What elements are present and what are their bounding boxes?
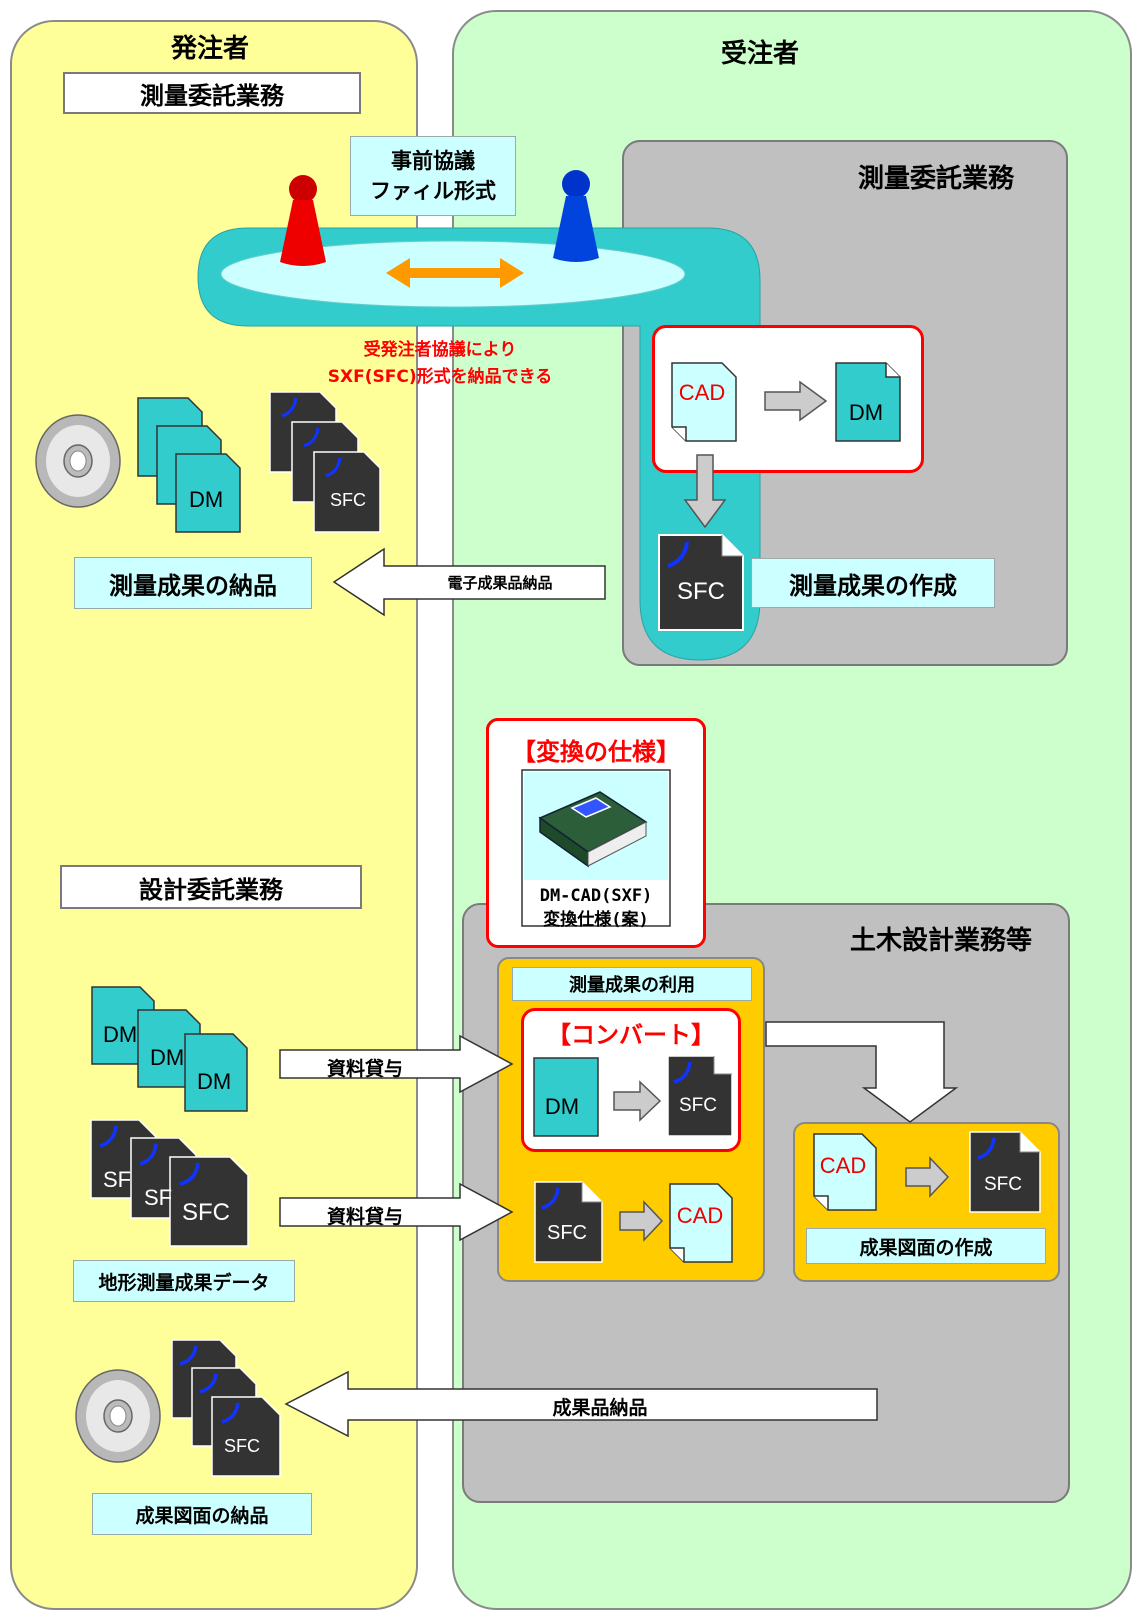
sfc-stack-icon [269,391,381,533]
drawing-cad-label: CAD [819,1153,867,1178]
survey-task-client-label: 測量委託業務 [63,72,361,114]
dm-stack-icon [137,397,241,533]
use-sfc-file-icon [534,1181,603,1263]
consultation-line1: 事前協議 [391,149,475,173]
cad-to-dm-arrow [764,380,828,422]
consultation-line2: ファィル形式 [370,179,496,203]
dm-file-label: DM [848,400,884,425]
down-arrow [683,454,727,529]
sfc-file-label: SFC [677,578,725,605]
spec-doc-line2: 変換仕様(案) [543,910,649,930]
drawing-sfc-file-icon [969,1131,1041,1213]
terrain-dm-label-1: DM [103,1022,138,1047]
cd-icon [35,414,121,508]
cad-file-icon [671,362,737,442]
cad-to-sfc-arrow [905,1156,950,1198]
convert-dm-file-icon [533,1057,599,1137]
terrain-sfc-label-2: SF [144,1185,173,1210]
client-person-icon [280,175,326,266]
deliverable-label: 成果品納品 [552,1397,648,1419]
drawing-cad-file-icon [813,1133,877,1211]
bottom-sfc-stack-icon [171,1339,281,1477]
terrain-dm-label-2: DM [150,1045,185,1070]
spec-doc-line1: DM-CAD(SXF) [539,886,653,906]
electronic-delivery-label: 電子成果品納品 [447,574,553,592]
convert-sfc-label: SFC [679,1095,717,1116]
dm-file-icon [835,362,901,442]
terrain-sfc-stack-icon [90,1119,249,1247]
book-icon [538,791,648,868]
two-way-arrow-icon [386,258,524,288]
client-lane-title: 発注者 [170,34,249,64]
contractor-person-icon [553,170,599,262]
sfc-file-icon [658,534,744,631]
loan-arrow-2 [279,1182,514,1242]
convert-dm-label: DM [544,1094,580,1119]
bottom-sfc-label: SFC [224,1436,260,1456]
terrain-dm-label-3: DM [197,1069,232,1094]
survey-delivery-label: 測量成果の納品 [74,557,312,609]
design-task-label: 設計委託業務 [60,865,362,909]
drawing-delivery-label: 成果図面の納品 [92,1493,312,1535]
sfc-to-cad-arrow [619,1200,664,1242]
drawing-creation-label: 成果図面の作成 [806,1228,1046,1264]
terrain-sfc-label-3: SFC [182,1199,230,1226]
contractor-lane-title: 受注者 [720,39,799,69]
use-cad-file-icon [669,1183,733,1263]
consultation-label: 事前協議 ファィル形式 [350,136,516,216]
loan-label-2: 資料貸与 [326,1206,403,1228]
to-drawing-creation-arrow [765,1021,959,1123]
convert-sfc-file-icon [667,1055,733,1137]
spec-document-label: DM-CAD(SXF) 変換仕様(案) [510,884,682,932]
survey-creation-label: 測量成果の作成 [751,558,995,608]
agreement-note: 受発注者協議により SXF(SFC)形式を納品できる [290,337,590,391]
bottom-cd-icon [75,1369,161,1463]
survey-use-label: 測量成果の利用 [512,967,752,1001]
survey-task-contractor-title: 測量委託業務 [858,164,1015,194]
dm-stack-label: DM [189,487,224,512]
use-sfc-label: SFC [547,1222,587,1244]
deliverable-arrow [284,1370,878,1438]
agreement-note-line2: SXF(SFC)形式を納品できる [327,367,553,387]
convert-title: 【コンバート】 [547,1021,715,1049]
terrain-dm-stack-icon [91,986,248,1112]
civil-design-title: 土木設計業務等 [850,926,1033,956]
use-cad-label: CAD [676,1203,724,1228]
terrain-sfc-label-1: SF [103,1167,132,1192]
agreement-note-line1: 受発注者協議により [363,340,517,360]
loan-arrow-1 [279,1034,514,1094]
terrain-data-label: 地形測量成果データ [73,1260,295,1302]
drawing-sfc-label: SFC [984,1174,1022,1195]
conversion-spec-title: 【変換の仕様】 [512,738,680,766]
convert-arrow [613,1080,662,1122]
loan-label-1: 資料貸与 [326,1058,403,1080]
cad-file-label: CAD [678,380,726,405]
sfc-stack-label: SFC [330,490,366,510]
